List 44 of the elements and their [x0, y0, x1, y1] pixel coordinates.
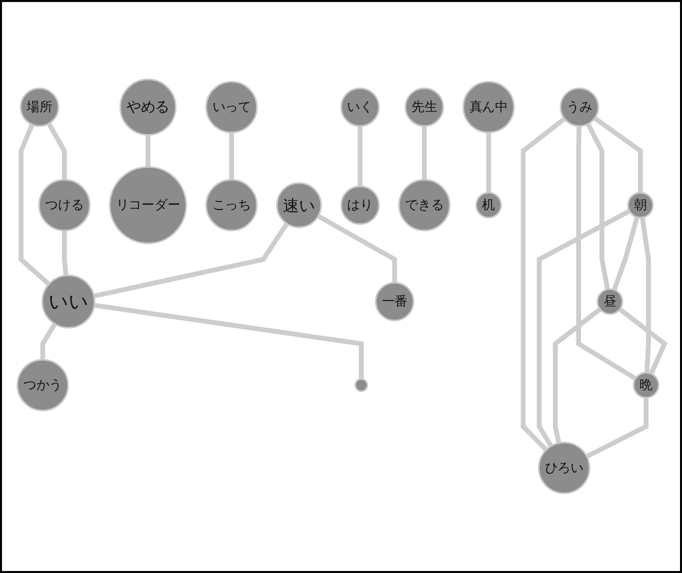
connector	[46, 122, 67, 180]
connector	[612, 216, 640, 291]
connector	[18, 124, 51, 286]
connector	[520, 117, 566, 452]
connector	[593, 116, 643, 193]
connector	[586, 398, 648, 459]
node-circle: やめる	[119, 78, 176, 136]
node-circle: できる	[398, 179, 450, 232]
connector	[317, 214, 398, 283]
node-circle: いい	[42, 274, 96, 329]
connector	[576, 126, 637, 381]
connector	[93, 222, 289, 299]
node-circle: ひろい	[538, 442, 590, 494]
node-circle: 先生	[404, 88, 444, 128]
node-circle: うみ	[560, 88, 600, 128]
node-circle: つける	[38, 179, 91, 232]
node-circle: 朝	[627, 192, 654, 219]
node-circle: 昼	[596, 288, 624, 316]
connector	[552, 307, 602, 444]
connector	[422, 126, 427, 180]
node-circle: 机	[475, 192, 502, 219]
connector	[229, 132, 234, 180]
node-circle: いく	[340, 88, 380, 128]
node-circle: 真ん中	[462, 81, 515, 134]
connector	[40, 322, 57, 360]
node-circle: はり	[340, 186, 380, 226]
node-circle: つかう	[16, 359, 69, 412]
node-circle: こっち	[205, 179, 258, 232]
connector	[586, 123, 610, 290]
node-circle: 速い	[276, 182, 322, 228]
connector	[94, 303, 364, 380]
connector	[618, 307, 668, 375]
node-circle: 晩	[632, 372, 660, 399]
node-circle	[354, 378, 368, 392]
connector	[536, 209, 631, 448]
connector	[146, 135, 150, 168]
connector	[640, 217, 651, 374]
connector	[358, 126, 362, 186]
node-circle: 場所	[20, 88, 60, 128]
node-circle: リコーダー	[109, 166, 187, 244]
node-circle: いって	[205, 81, 258, 134]
connector	[486, 132, 492, 193]
connector	[62, 230, 68, 276]
node-circle: 一番	[374, 282, 414, 322]
